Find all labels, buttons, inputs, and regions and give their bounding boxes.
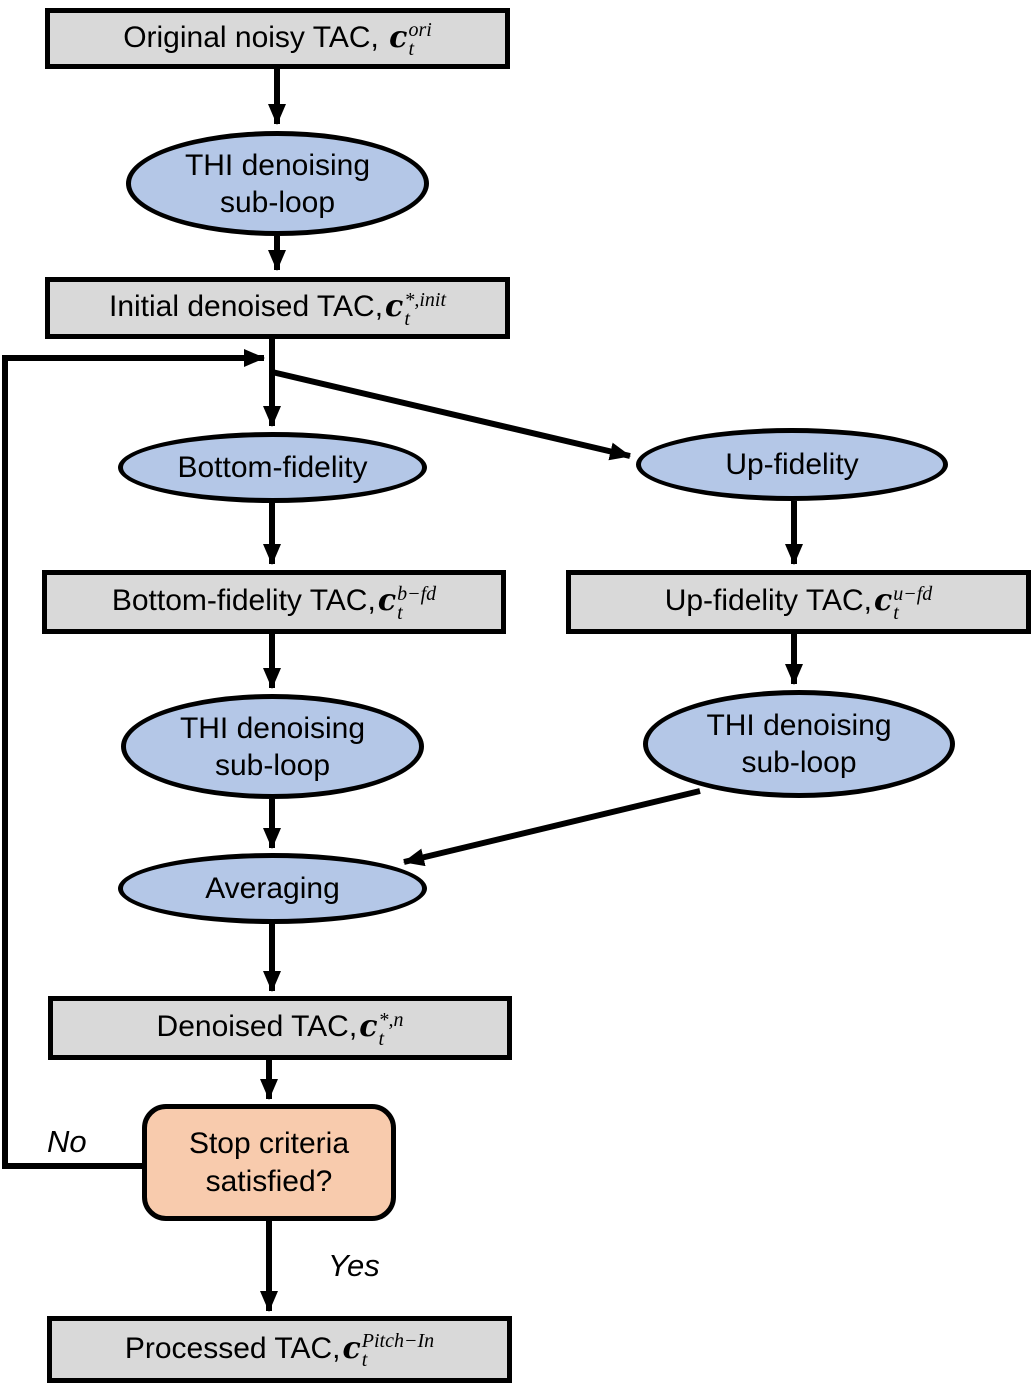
math-superscript: *,init [404,288,446,311]
math-subscript: t [361,1349,368,1372]
node-label: Original noisy TAC, [123,20,388,54]
math-subscript: t [378,1027,385,1050]
node-label-line2: satisfied? [205,1164,333,1198]
node-label: Processed TAC, [124,1331,341,1365]
edge-thi-right-to-averaging [403,788,701,867]
edge-feedback-no-loop [2,349,265,1169]
math-superscript: *,n [378,1008,404,1031]
node-label: Averaging [205,872,340,905]
node-thi-denoising-right: THI denoising sub-loop [643,690,955,798]
node-text: Averaging [205,870,340,907]
node-label: Up-fidelity TAC, [664,584,872,618]
node-label: Initial denoised TAC, [109,290,384,324]
math-symbol: c [389,19,408,55]
node-text: Stop criteria satisfied? [189,1125,349,1201]
math-subscript: t [397,601,403,624]
node-label: Bottom-fidelity TAC, [111,584,376,618]
node-text: Bottom-fidelity [177,449,367,486]
math-symbol: c [377,583,397,619]
math-superscript: ori [408,19,432,42]
math-subscript: t [408,38,415,61]
node-bottom-fidelity: Bottom-fidelity [118,432,427,503]
math-subscript: t [893,601,899,624]
node-label: Denoised TAC, [156,1010,358,1044]
node-up-fidelity: Up-fidelity [636,428,948,501]
math-symbol: c [385,289,404,325]
math-superscript: b−fd [397,582,437,605]
node-label: Up-fidelity [725,448,859,481]
node-text: Up-fidelity [725,446,858,483]
math-symbol: c [359,1009,378,1045]
math-superscript: Pitch−In [361,1330,435,1353]
math-superscript: u−fd [893,582,933,605]
node-stop-criteria: Stop criteria satisfied? [142,1104,396,1221]
node-label-line1: THI denoising [706,709,892,742]
node-label-line2: sub-loop [741,746,857,779]
math-symbol: c [342,1330,361,1366]
math-subscript: t [404,307,410,330]
edge-label-yes: Yes [328,1248,380,1283]
node-text: THI denoising sub-loop [706,707,891,781]
node-label-line2: sub-loop [214,748,331,782]
node-label-line1: THI denoising [184,148,371,182]
node-label-line1: THI denoising [179,711,366,745]
edge-label-no: No [47,1124,87,1159]
node-label-line1: Stop criteria [188,1126,350,1160]
edge-junction-to-up-fidelity [271,369,631,461]
math-symbol: c [873,583,893,619]
node-averaging: Averaging [118,853,427,924]
node-label-line2: sub-loop [219,185,336,219]
node-label: Bottom-fidelity [177,451,368,484]
